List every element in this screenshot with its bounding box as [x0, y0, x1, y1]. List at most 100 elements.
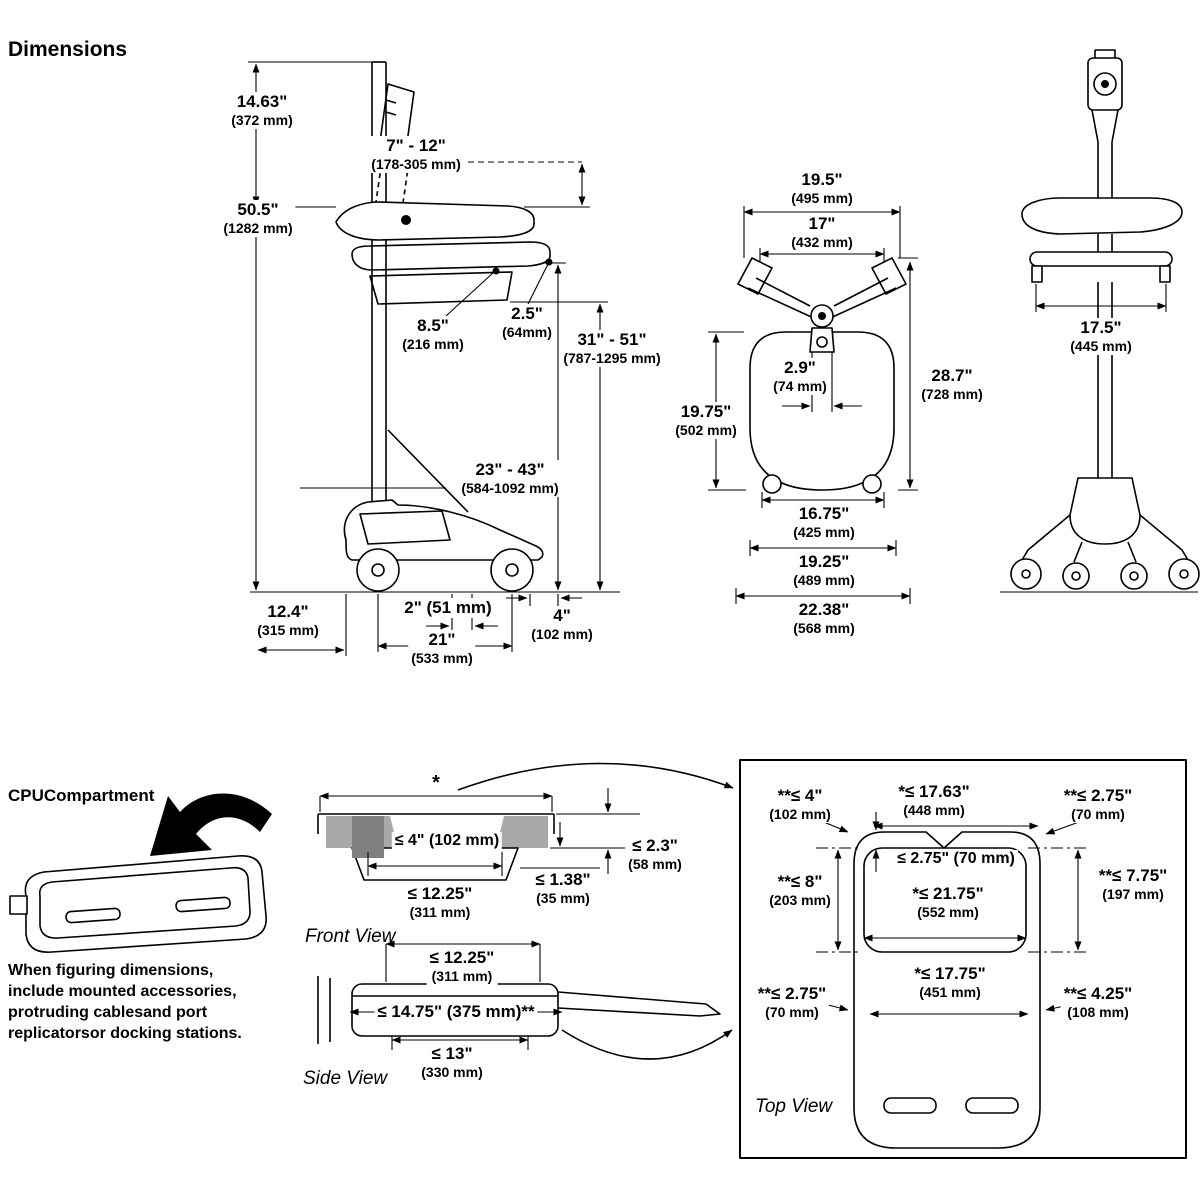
- value-mm: (216 mm): [402, 336, 464, 353]
- dim-top-17-63: *≤ 17.63"(448 mm): [895, 782, 973, 819]
- dim-top-4: **≤ 4"(102 mm): [766, 786, 834, 823]
- value-mm: (489 mm): [793, 572, 855, 589]
- value-inches: ≤ 2.3": [632, 836, 678, 855]
- value-inches: **≤ 4": [777, 786, 823, 805]
- dim-top-2-75-center: ≤ 2.75" (70 mm): [894, 850, 1018, 869]
- value-mm: (568 mm): [793, 620, 855, 637]
- value-inches: 2.9": [784, 358, 816, 377]
- value-mm: (203 mm): [769, 892, 831, 909]
- dim-cpu-side-12-25: ≤ 12.25"(311 mm): [426, 948, 498, 985]
- asterisk-marker: *: [430, 772, 442, 795]
- value-mm: (178-305 mm): [371, 156, 461, 173]
- value-mm: (533 mm): [411, 650, 473, 667]
- value-mm: (787-1295 mm): [563, 350, 661, 367]
- value-inches: 2.5": [511, 304, 543, 323]
- value-mm: (197 mm): [1102, 886, 1164, 903]
- value-inches: 31" - 51": [577, 330, 647, 349]
- value-inches: **≤ 2.75": [757, 984, 827, 1003]
- value-inches: 14.63": [236, 92, 288, 111]
- value-mm: (70 mm): [1071, 806, 1125, 823]
- value-inches: 17": [808, 214, 836, 233]
- value-inches: 50.5": [237, 200, 279, 219]
- dim-cpu-front-12-25: ≤ 12.25"(311 mm): [404, 884, 476, 921]
- value-inches: *≤ 21.75": [912, 884, 984, 903]
- value-mm: (315 mm): [257, 622, 319, 639]
- side-view-label: Side View: [303, 1068, 388, 1089]
- value-inches: 19.5": [801, 170, 843, 189]
- arrow-front-to-top-view: [457, 762, 734, 791]
- dim-2: 2" (51 mm): [401, 598, 495, 619]
- value-inches: 8.5": [417, 316, 449, 335]
- front-view-label: Front View: [305, 926, 396, 947]
- cpu-pointer-arrow-icon: [150, 793, 272, 856]
- cpu-dimensions-note: When figuring dimensions, include mounte…: [8, 962, 242, 1043]
- arrow-side-to-top-view: [561, 1029, 733, 1060]
- cpu-compartment-heading: CPUCompartment: [8, 786, 155, 805]
- value-inches: ≤ 1.38": [535, 870, 591, 889]
- dim-monitor-lift-14-63: 14.63"(372 mm): [228, 92, 296, 129]
- value-inches: **≤ 4.25": [1063, 984, 1133, 1003]
- dim-cpu-14-75: ≤ 14.75" (375 mm)**: [374, 1002, 538, 1023]
- value-mm: (311 mm): [409, 904, 471, 921]
- value-mm: (451 mm): [919, 984, 981, 1001]
- value-inches: 7" - 12": [386, 136, 446, 155]
- dim-top-8: **≤ 8"(203 mm): [766, 872, 834, 909]
- value-inches: 21": [428, 630, 456, 649]
- dim-cart-height-50-5: 50.5"(1282 mm): [220, 200, 296, 237]
- value-inches: *≤ 17.63": [898, 782, 970, 801]
- dim-top-21-75: *≤ 21.75"(552 mm): [909, 884, 987, 921]
- dim-top-7-75: **≤ 7.75"(197 mm): [1095, 866, 1171, 903]
- value-mm: (1282 mm): [223, 220, 293, 237]
- value-inches: 16.75": [798, 504, 850, 523]
- value-mm: (372 mm): [231, 112, 293, 129]
- value-inches: 4": [553, 606, 571, 625]
- dim-top-2-75-bottom-left: **≤ 2.75"(70 mm): [754, 984, 830, 1021]
- value-inches: ≤ 12.25": [429, 948, 495, 967]
- dim-2-9: 2.9"(74 mm): [770, 358, 830, 395]
- value-mm: (311 mm): [431, 968, 493, 985]
- dim-cpu-1-38: ≤ 1.38"(35 mm): [532, 870, 594, 907]
- cpu-tray-drawing: [9, 793, 272, 953]
- value-inches: 23" - 43": [475, 460, 545, 479]
- dim-16-75: 16.75"(425 mm): [790, 504, 858, 541]
- value-mm: (445 mm): [1070, 338, 1132, 355]
- dim-range-23-43: 23" - 43"(584-1092 mm): [458, 460, 562, 497]
- value-mm: (552 mm): [917, 904, 979, 921]
- dim-22-38: 22.38"(568 mm): [790, 600, 858, 637]
- dim-top-4-25: **≤ 4.25"(108 mm): [1060, 984, 1136, 1021]
- dim-8-5: 8.5"(216 mm): [399, 316, 467, 353]
- dim-4: 4"(102 mm): [528, 606, 596, 643]
- dim-28-7: 28.7"(728 mm): [918, 366, 986, 403]
- dim-cpu-13: ≤ 13"(330 mm): [418, 1044, 486, 1081]
- dim-cpu-width-4: ≤ 4" (102 mm): [391, 832, 503, 851]
- dim-17: 17"(432 mm): [788, 214, 856, 251]
- value-mm: (584-1092 mm): [461, 480, 559, 497]
- value-inches: **≤ 8": [777, 872, 823, 891]
- value-mm: (102 mm): [769, 806, 831, 823]
- dim-19-75: 19.75"(502 mm): [672, 402, 740, 439]
- dim-surface-range-31-51: 31" - 51"(787-1295 mm): [560, 330, 664, 367]
- dim-2-5: 2.5"(64mm): [499, 304, 555, 341]
- value-inches: ≤ 12.25": [407, 884, 473, 903]
- value-inches: 2" (51 mm): [404, 598, 492, 617]
- value-mm: (495 mm): [791, 190, 853, 207]
- cart-pole-front-drawing: [1010, 49, 1200, 590]
- value-inches: 12.4": [267, 602, 309, 621]
- dim-cpu-2-3: ≤ 2.3"(58 mm): [625, 836, 685, 873]
- dim-17-5: 17.5"(445 mm): [1067, 318, 1135, 355]
- value-inches: ≤ 14.75" (375 mm)**: [377, 1002, 535, 1021]
- value-inches: 28.7": [931, 366, 973, 385]
- cart-side-view-drawing: [335, 61, 551, 592]
- dim-21: 21"(533 mm): [408, 630, 476, 667]
- value-inches: 19.25": [798, 552, 850, 571]
- value-mm: (58 mm): [628, 856, 682, 873]
- value-inches: **≤ 7.75": [1098, 866, 1168, 885]
- value-mm: (425 mm): [793, 524, 855, 541]
- value-inches: 22.38": [798, 600, 850, 619]
- value-mm: (432 mm): [791, 234, 853, 251]
- value-mm: (70 mm): [765, 1004, 819, 1021]
- value-inches: 17.5": [1080, 318, 1122, 337]
- value-mm: (64mm): [502, 324, 552, 341]
- value-inches: ≤ 4" (102 mm): [394, 832, 500, 849]
- value-mm: (728 mm): [921, 386, 983, 403]
